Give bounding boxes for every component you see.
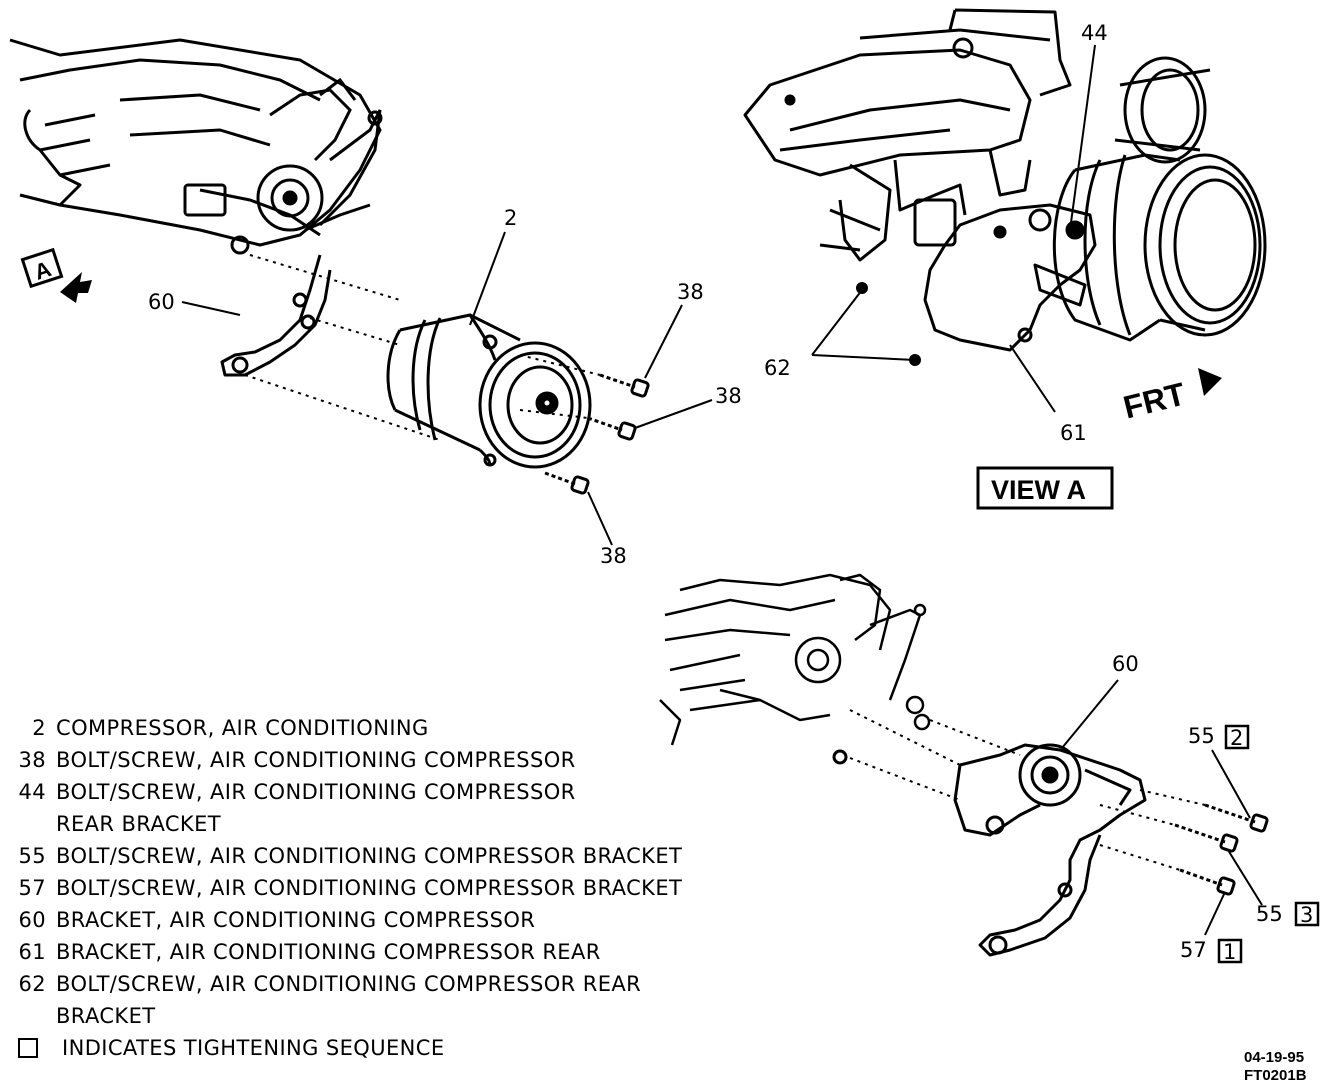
legend-item-number: 61: [18, 940, 46, 964]
callout-60: 60: [148, 290, 175, 314]
engine-block-top-left: [9, 38, 382, 255]
legend-item: 44 BOLT/SCREW, AIR CONDITIONING COMPRESSO…: [6, 776, 726, 808]
legend-item-description: BRACKET, AIR CONDITIONING COMPRESSOR REA…: [56, 940, 601, 964]
callout-55-lower: 55: [1256, 902, 1283, 926]
leader-lines-view-a: [811, 44, 1096, 413]
compressor-view-a: [1052, 56, 1267, 342]
legend-item-number: 38: [18, 748, 46, 772]
legend-item: BRACKET: [6, 1000, 726, 1032]
view-a-label-box: VIEW A: [976, 466, 1114, 510]
bracket-60-top-left: [220, 254, 332, 377]
legend-item: 61 BRACKET, AIR CONDITIONING COMPRESSOR R…: [6, 936, 726, 968]
callout-44: 44: [1081, 21, 1108, 45]
leader-lines-top-left: [181, 231, 713, 546]
legend-item-description: COMPRESSOR, AIR CONDITIONING: [56, 716, 429, 740]
legend-item-description: BOLT/SCREW, AIR CONDITIONING COMPRESSOR …: [56, 876, 683, 900]
sequence-box-3: 3: [1294, 901, 1320, 927]
alignment-lines-top-left: [244, 254, 601, 441]
legend-item: 2 COMPRESSOR, AIR CONDITIONING: [6, 712, 726, 744]
sequence-square-icon: [18, 1038, 38, 1058]
callout-38-middle: 38: [715, 384, 742, 408]
svg-text:VIEW A: VIEW A: [991, 475, 1086, 505]
legend-item-number: [6, 808, 54, 840]
legend-item-description: REAR BRACKET: [56, 812, 221, 836]
callout-2: 2: [504, 206, 517, 230]
legend-item-number: 60: [18, 908, 46, 932]
svg-text:3: 3: [1300, 903, 1313, 927]
legend-item-number: 57: [18, 876, 46, 900]
callout-38-upper: 38: [677, 280, 704, 304]
pulley-tensioner-top-left: [256, 77, 383, 232]
legend-item-number: 2: [32, 716, 46, 740]
bracket-60-bottom-right: [953, 743, 1147, 957]
engine-block-bottom-right: [659, 573, 931, 746]
figure-id-code: FT0201B: [1244, 1067, 1307, 1084]
callout-62: 62: [764, 356, 791, 380]
sequence-box-1: 1: [1217, 938, 1243, 964]
callout-60-lower: 60: [1112, 652, 1139, 676]
legend-item-description: BRACKET, AIR CONDITIONING COMPRESSOR: [56, 908, 536, 932]
frt-arrow: FRT: [1120, 368, 1222, 426]
pulley-bottom-right: [1018, 743, 1082, 807]
sequence-box-2: 2: [1224, 724, 1250, 750]
legend-item: 55 BOLT/SCREW, AIR CONDITIONING COMPRESSO…: [6, 840, 726, 872]
figure-date-code: 04-19-95: [1244, 1049, 1304, 1066]
legend-item-description: BOLT/SCREW, AIR CONDITIONING COMPRESSOR …: [56, 844, 683, 868]
legend-item: REAR BRACKET: [6, 808, 726, 840]
view-a-marker: [20, 247, 92, 303]
legend-note-text: INDICATES TIGHTENING SEQUENCE: [62, 1036, 445, 1060]
alignment-lines-bottom-right: [849, 709, 1206, 871]
legend-item-description: BOLT/SCREW, AIR CONDITIONING COMPRESSOR …: [56, 972, 642, 996]
legend-item-number: [6, 1000, 54, 1032]
svg-text:2: 2: [1230, 726, 1243, 750]
callout-61: 61: [1060, 421, 1087, 445]
bolts-38-top-left: [544, 373, 650, 495]
svg-text:FRT: FRT: [1120, 375, 1190, 425]
view-a-marker-letter: A: [31, 256, 54, 285]
callout-38-lower: 38: [600, 544, 627, 568]
legend-item: 60 BRACKET, AIR CONDITIONING COMPRESSOR: [6, 904, 726, 936]
legend-item: 38 BOLT/SCREW, AIR CONDITIONING COMPRESSO…: [6, 744, 726, 776]
engine-block-view-a: [743, 8, 1072, 262]
legend-item-number: 44: [18, 780, 46, 804]
bolts-62-view-a: [856, 282, 921, 366]
compressor-2-top-left: [386, 313, 592, 469]
legend-item-number: 62: [18, 972, 46, 996]
leader-lines-bottom-right: [1061, 679, 1263, 936]
svg-text:1: 1: [1223, 940, 1236, 964]
legend-item-description: BOLT/SCREW, AIR CONDITIONING COMPRESSOR: [56, 748, 576, 772]
legend-item-number: 55: [18, 844, 46, 868]
legend-item-description: BRACKET: [56, 1004, 156, 1028]
legend-item-description: BOLT/SCREW, AIR CONDITIONING COMPRESSOR: [56, 780, 576, 804]
legend-item: 57 BOLT/SCREW, AIR CONDITIONING COMPRESSO…: [6, 872, 726, 904]
callout-55-upper: 55: [1188, 724, 1215, 748]
callout-57: 57: [1180, 938, 1207, 962]
legend-item: 62 BOLT/SCREW, AIR CONDITIONING COMPRESSO…: [6, 968, 726, 1000]
legend-note: INDICATES TIGHTENING SEQUENCE: [6, 1032, 726, 1064]
